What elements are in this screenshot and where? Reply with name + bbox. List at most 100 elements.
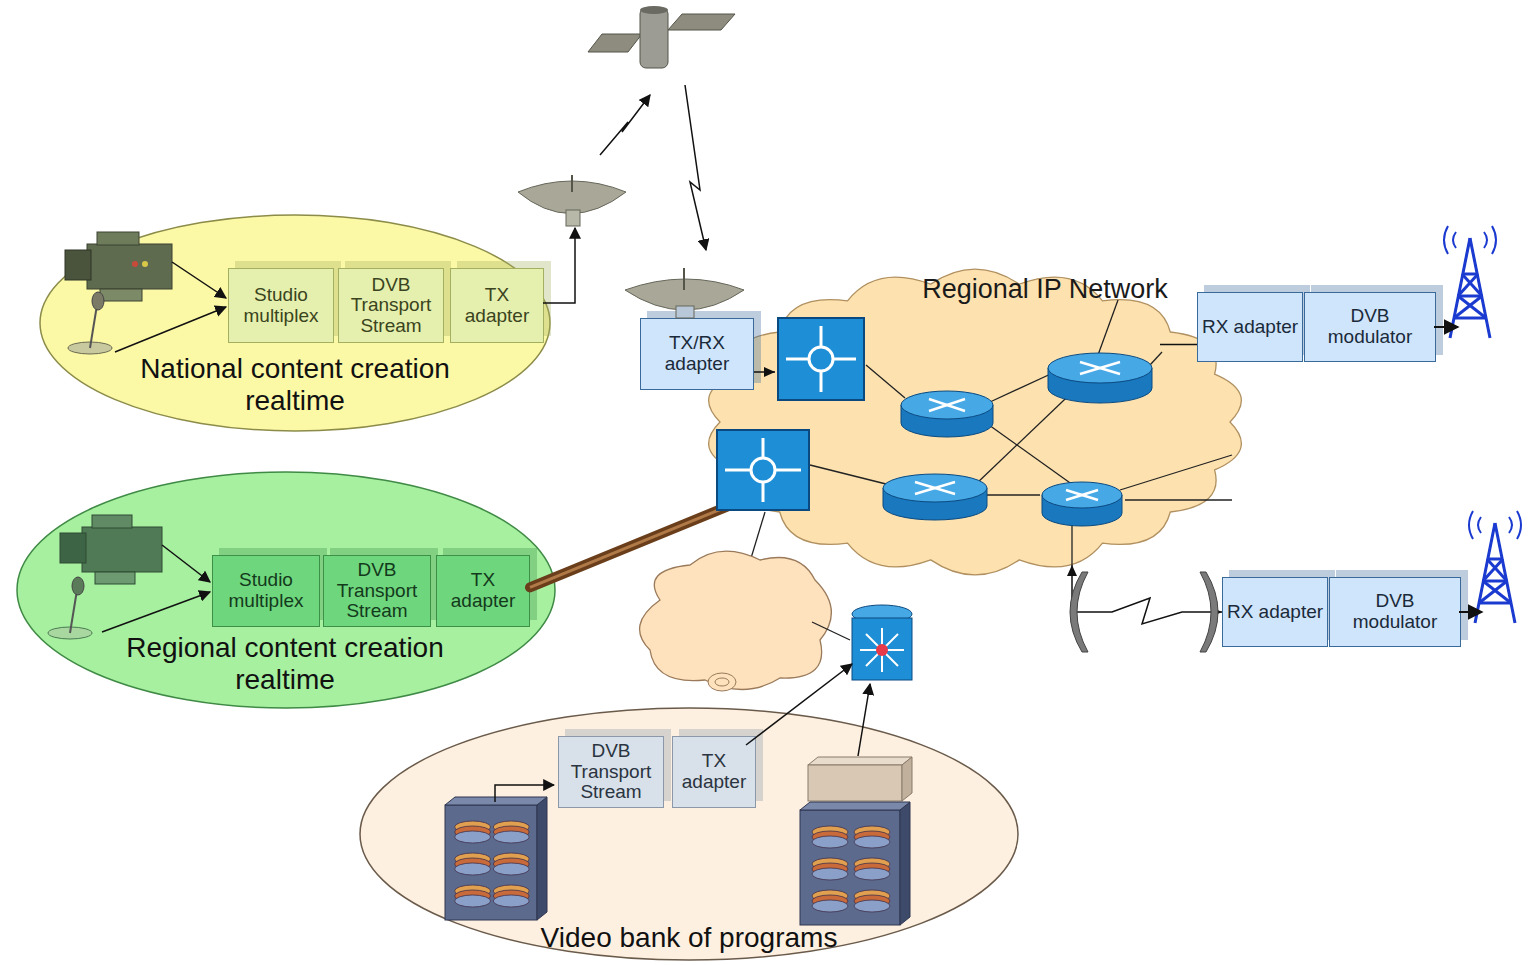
signal-arrow bbox=[746, 664, 852, 745]
disk bbox=[493, 831, 529, 843]
multilayer-switch bbox=[852, 605, 912, 680]
cable-pipe bbox=[530, 487, 775, 587]
disk bbox=[455, 831, 491, 843]
disk bbox=[493, 895, 529, 907]
connector bbox=[530, 487, 775, 587]
disk bbox=[455, 895, 491, 907]
disk bbox=[455, 821, 491, 833]
access-link bbox=[812, 622, 850, 640]
box-label: RX adapter bbox=[1202, 317, 1298, 338]
disk bbox=[493, 885, 529, 897]
disk bbox=[455, 826, 491, 838]
disk bbox=[812, 858, 848, 870]
box-label: Studio multiplex bbox=[216, 570, 316, 611]
disk bbox=[455, 858, 491, 870]
disk bbox=[493, 863, 529, 875]
connector bbox=[754, 367, 775, 377]
disk bbox=[812, 863, 848, 875]
adapter-box: RX adapter bbox=[1222, 577, 1328, 647]
disk bbox=[493, 821, 529, 833]
disk bbox=[812, 836, 848, 848]
disk bbox=[854, 890, 890, 902]
process-box: TX adapter bbox=[672, 736, 756, 808]
satellite-dish bbox=[625, 268, 744, 318]
access-cloud bbox=[640, 551, 832, 691]
process-box: TX adapter bbox=[436, 555, 530, 627]
region-title: Video bank of programs bbox=[458, 922, 920, 954]
signal-arrow bbox=[1434, 326, 1458, 328]
satellite bbox=[588, 6, 735, 68]
arrowhead bbox=[764, 367, 775, 377]
transmitter-tower bbox=[1444, 226, 1496, 338]
signal-arrow bbox=[172, 262, 226, 298]
disk bbox=[854, 858, 890, 870]
box-label: TX adapter bbox=[454, 285, 540, 326]
adapter-box: RX adapter bbox=[1197, 292, 1303, 362]
disk bbox=[493, 858, 529, 870]
content-region: Video bank of programs DVB Transport Stre… bbox=[358, 706, 1020, 962]
disk bbox=[854, 900, 890, 912]
box-label: RX adapter bbox=[1227, 602, 1323, 623]
region-title: Regional IP Network bbox=[880, 274, 1210, 305]
disk bbox=[455, 885, 491, 897]
region-ellipse bbox=[17, 472, 555, 708]
cable-highlight bbox=[530, 487, 775, 587]
disk bbox=[493, 853, 529, 865]
disk bbox=[854, 863, 890, 875]
disk bbox=[812, 826, 848, 838]
process-box: DVB Transport Stream bbox=[558, 736, 664, 808]
content-region: National content creation realtime Studio… bbox=[38, 213, 552, 433]
router bbox=[901, 391, 993, 437]
process-box: DVB Transport Stream bbox=[323, 555, 431, 627]
network-cloud: Regional IP Network bbox=[775, 262, 1160, 565]
downlink-signal bbox=[685, 85, 706, 250]
disk bbox=[854, 868, 890, 880]
box-label: TX adapter bbox=[440, 570, 526, 611]
signal-arrow bbox=[858, 684, 870, 756]
signal-arrow bbox=[495, 785, 554, 802]
disk bbox=[812, 900, 848, 912]
box-label: Studio multiplex bbox=[232, 285, 330, 326]
microphone bbox=[48, 577, 92, 639]
box-label: TX adapter bbox=[676, 751, 752, 792]
network-switch bbox=[717, 430, 809, 510]
modulator-box: DVB modulator bbox=[1329, 577, 1461, 647]
router bbox=[1048, 353, 1152, 403]
connector-line bbox=[1072, 565, 1222, 624]
region-ellipse bbox=[360, 708, 1018, 960]
connector-line bbox=[754, 371, 775, 373]
disk bbox=[812, 831, 848, 843]
connector bbox=[1067, 565, 1222, 624]
cloud-outline bbox=[715, 262, 1255, 602]
router bbox=[1042, 482, 1122, 526]
signal-arrow bbox=[115, 307, 226, 352]
arrowhead bbox=[1211, 607, 1222, 617]
encoder-unit bbox=[808, 757, 912, 801]
wireless-bracket bbox=[1070, 572, 1218, 652]
disk bbox=[455, 890, 491, 902]
box-label: DVB modulator bbox=[1308, 306, 1432, 347]
video-camera bbox=[65, 232, 172, 301]
region-title: National content creation realtime bbox=[100, 353, 490, 417]
transmitter-tower bbox=[1469, 511, 1521, 623]
region-title: Regional content creation realtime bbox=[85, 632, 485, 696]
disk bbox=[854, 836, 890, 848]
content-region: Regional content creation realtime Studio… bbox=[15, 470, 557, 710]
dish-feed bbox=[543, 228, 575, 303]
disk bbox=[854, 831, 890, 843]
signal-arrow bbox=[102, 592, 210, 632]
video-server bbox=[445, 797, 547, 920]
disk bbox=[854, 826, 890, 838]
arrowhead bbox=[1067, 565, 1077, 576]
disk bbox=[455, 853, 491, 865]
modulator-box: DVB modulator bbox=[1304, 292, 1436, 362]
microphone bbox=[68, 292, 112, 354]
box-label: DVB Transport Stream bbox=[562, 741, 660, 803]
signal-arrow bbox=[162, 545, 210, 582]
connector-line bbox=[1160, 344, 1197, 346]
disk bbox=[493, 826, 529, 838]
box-label: DVB Transport Stream bbox=[342, 275, 440, 337]
box-label: DVB Transport Stream bbox=[327, 560, 427, 622]
